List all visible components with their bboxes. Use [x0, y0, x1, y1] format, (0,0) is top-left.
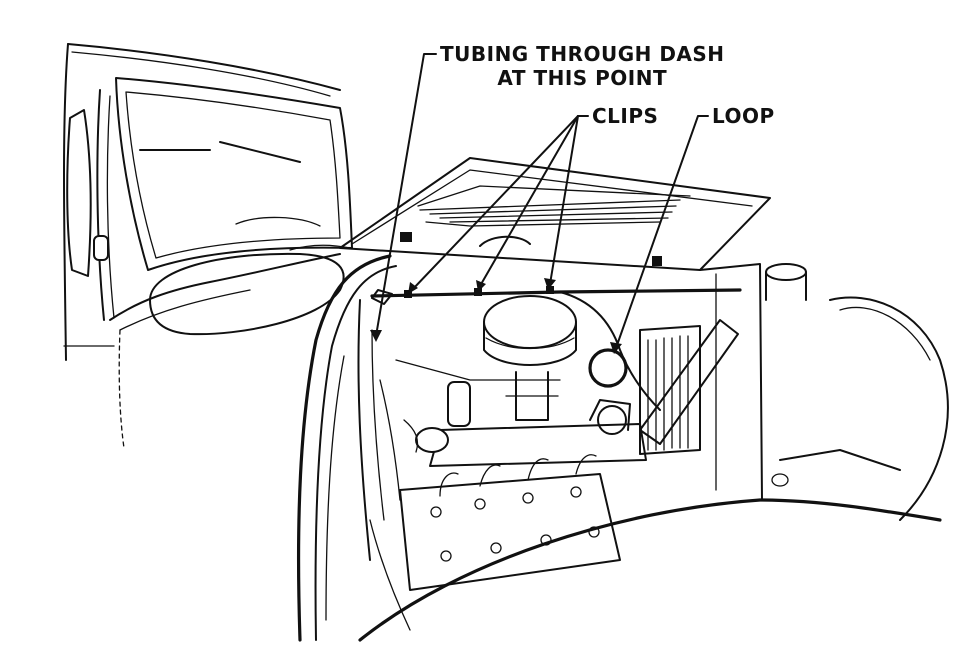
- callout-loop: LOOP: [712, 104, 775, 128]
- fender-and-firewall: [296, 254, 942, 642]
- callout-tubing-line-1: TUBING THROUGH DASH: [440, 42, 725, 66]
- hood-louvers: [417, 185, 691, 227]
- hood-handle: [479, 235, 531, 247]
- radiator-cap: [765, 263, 807, 281]
- hood: [339, 157, 771, 271]
- clip-3: [546, 286, 554, 294]
- door-handle: [93, 235, 109, 261]
- head-bolts: [430, 486, 600, 562]
- oil-filler: [447, 381, 471, 427]
- tubing-loop: [588, 348, 628, 388]
- callout-clips: CLIPS: [592, 104, 659, 128]
- leader-lines: [370, 53, 709, 354]
- engine: [369, 263, 949, 631]
- air-cleaner: [483, 295, 577, 349]
- car-cab: [63, 43, 353, 449]
- radiator-fins: [647, 335, 689, 451]
- callout-tubing-through-dash: TUBING THROUGH DASH AT THIS POINT: [440, 42, 725, 90]
- callout-tubing-line-2: AT THIS POINT: [497, 66, 668, 90]
- radiator-hose: [639, 319, 739, 445]
